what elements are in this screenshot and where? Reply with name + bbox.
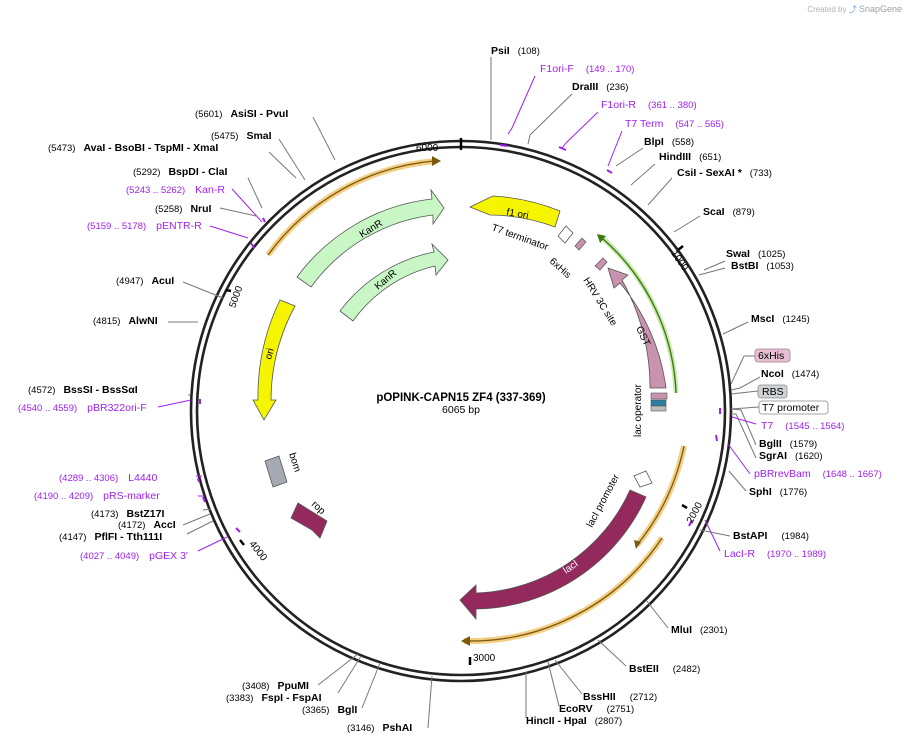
backbone [189, 138, 733, 683]
enzyme-hincii: HincII - HpaI(2807) [526, 715, 622, 727]
box-t7-promoter: T7 promoter [762, 402, 820, 414]
enzyme-fspi: (3383)FspI - FspAI [226, 692, 322, 704]
enzyme-nrui: (5258)NruI [155, 203, 212, 215]
rop-arrow [290, 502, 328, 539]
f1-ori-label: f1 ori [505, 207, 529, 222]
credit-prefix: Created by [807, 5, 847, 14]
tick-5000: 5000 [227, 284, 245, 309]
kanr-outer-arrow [296, 188, 445, 288]
enzyme-msci: MscI(1245) [751, 313, 810, 325]
lac-operator-label: lac operator [633, 384, 644, 437]
gst-arrow [607, 267, 667, 389]
primer-t7: T7(1545 .. 1564) [761, 420, 844, 432]
enzyme-acci: (4172)AccI [118, 519, 176, 531]
primer-leader-lines [157, 75, 757, 552]
enzyme-bstapi: BstAPI(1984) [733, 530, 809, 542]
enzyme-pflfi: (4147)PflFI - Tth111I [59, 531, 162, 543]
enzyme-asisi: (5601)AsiSI - PvuI [195, 108, 288, 120]
primer-l4440: (4289 .. 4306)L4440 [59, 472, 158, 484]
laci-promoter-mark [633, 470, 653, 488]
primer-pgex3: (4027 .. 4049)pGEX 3' [80, 550, 188, 562]
tick-4000: 4000 [246, 539, 269, 564]
primer-f1orir: F1ori-R(361 .. 380) [601, 99, 697, 111]
tick-6000: 6000 [416, 143, 439, 154]
enzyme-alwni: (4815)AlwNI [93, 315, 158, 327]
credit-brand: SnapGene [858, 4, 902, 14]
tick-marks [225, 245, 688, 665]
laci-arrow [459, 489, 647, 621]
box-6xhis: 6xHis [758, 350, 784, 362]
his6-label: 6xHis [547, 256, 573, 281]
enzyme-avai: (5473)AvaI - BsoBI - TspMI - XmaI [48, 142, 218, 154]
enzyme-bstz17i: (4173)BstZ17I [91, 508, 164, 520]
orf-right-arc [634, 445, 687, 547]
enzyme-ecorv: EcoRV(2751) [559, 703, 634, 715]
box-rbs: RBS [762, 386, 784, 398]
enzyme-blpi: BlpI(558) [644, 136, 694, 148]
enzyme-sphi: SphI(1776) [749, 486, 807, 498]
enzyme-swai: SwaI(1025) [726, 248, 785, 260]
enzyme-acui: (4947)AcuI [116, 275, 174, 287]
primer-marks [197, 144, 721, 533]
enzyme-hindiii: HindIII(651) [659, 151, 721, 163]
snapgene-credit: Created by ⤴ SnapGene [807, 4, 902, 15]
enzyme-bglii: BglII(1579) [759, 438, 817, 450]
feature-boxes: 6xHis RBS T7 promoter [730, 348, 829, 415]
enzyme-ncoi: NcoI(1474) [761, 368, 819, 380]
ori-arrow [252, 299, 296, 421]
enzyme-mlui: MluI(2301) [671, 624, 727, 636]
primer-pbr322ori: (4540 .. 4559)pBR322ori-F [18, 402, 147, 414]
enzyme-bstbi: BstBI(1053) [731, 260, 794, 272]
bom-label: bom [286, 452, 302, 474]
f1-ori-arrow [469, 195, 561, 228]
tick-3000: 3000 [473, 653, 496, 664]
plasmid-name: pOPINK-CAPN15 ZF4 (337-369) [376, 392, 546, 404]
his6-top-mark [574, 237, 587, 251]
orf-bottom-arc [463, 536, 665, 645]
enzyme-ppumi: (3408)PpuMI [242, 680, 309, 692]
enzyme-bsteii: BstEII(2482) [629, 663, 700, 675]
plasmid-length: 6065 bp [442, 404, 480, 416]
enzyme-bsshii: BssHII(2712) [583, 691, 657, 703]
hrv-mark [594, 257, 608, 271]
primer-prsmarker: (4190 .. 4209)pRS-marker [34, 490, 160, 502]
enzyme-bgli: (3365)BglI [302, 704, 357, 716]
primer-labels: F1ori-F(149 .. 170) F1ori-R(361 .. 380) … [18, 63, 882, 562]
primer-lacir: LacI-R(1970 .. 1989) [724, 548, 826, 560]
primer-pbrrevbam: pBRrevBam(1648 .. 1667) [754, 468, 882, 480]
kanr-inner-arrow [339, 242, 449, 322]
enzyme-draiii: DraIII(236) [572, 81, 628, 93]
enzyme-smai: (5475)SmaI [211, 130, 272, 142]
primer-t7term: T7 Term(547 .. 565) [625, 118, 724, 130]
enzyme-labels: PsiI(108) DraIII(236) BlpI(558) HindIII(… [28, 45, 822, 734]
tick-2000: 2000 [685, 500, 705, 525]
ori-label: ori [263, 347, 277, 361]
enzyme-bspdi: (5292)BspDI - ClaI [133, 166, 227, 178]
tick-1000: 1000 [668, 249, 690, 274]
enzyme-leader-lines [168, 57, 761, 729]
primer-pentrr: (5159 .. 5178)pENTR-R [87, 220, 202, 232]
primer-f1orif: F1ori-F(149 .. 170) [540, 63, 634, 75]
enzyme-pshai: (3146)PshAI [347, 722, 412, 734]
primer-kanr: (5243 .. 5262)Kan-R [126, 184, 225, 196]
enzyme-psti: PsiI(108) [491, 45, 540, 57]
enzyme-csii: CsiI - SexAI *(733) [677, 167, 772, 179]
enzyme-scai: ScaI(879) [703, 206, 755, 218]
snapgene-logo-icon: ⤴ [848, 5, 857, 14]
t7-terminator-label: T7 terminator [490, 222, 550, 253]
enzyme-bsssi: (4572)BssSI - BssSαI [28, 384, 138, 396]
t7-terminator-mark [557, 225, 574, 244]
bom-box [264, 455, 288, 488]
enzyme-sgrai: SgrAI(1620) [759, 450, 822, 462]
